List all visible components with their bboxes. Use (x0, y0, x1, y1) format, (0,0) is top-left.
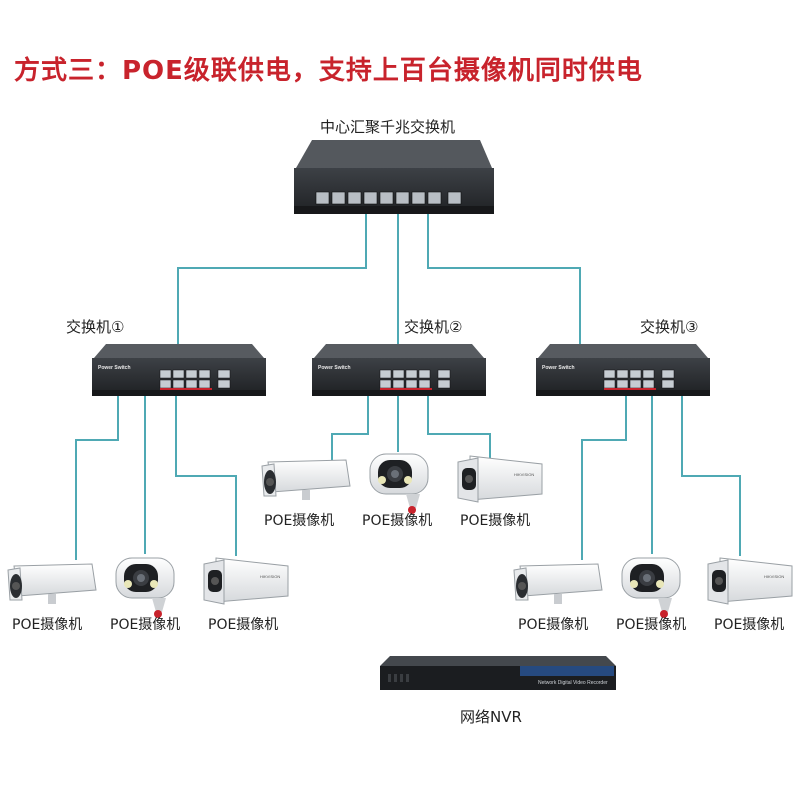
cable-sw2-cam1 (331, 396, 369, 460)
switch-3-brand: Power Switch (542, 365, 575, 371)
nvr-device: Network Digital Video Recorder (380, 656, 616, 690)
camera-label: POE摄像机 (714, 617, 785, 633)
cable-sw1-cam1 (75, 396, 119, 560)
camera-label: POE摄像机 (110, 617, 181, 633)
switch-3: Power Switch (536, 344, 710, 396)
bullet-camera-icon (7, 563, 97, 605)
switch-1-label: 交换机① (66, 318, 125, 336)
cable-sw3-cam1 (581, 396, 627, 560)
cable-sw2-cam3 (427, 396, 491, 458)
switch-3-label: 交换机③ (640, 318, 699, 336)
nvr-panel-text: Network Digital Video Recorder (538, 680, 608, 686)
ir-camera-icon (203, 557, 289, 605)
cable-core-sw3 (427, 214, 581, 344)
switch-2: Power Switch (312, 344, 486, 396)
switch-2-brand: Power Switch (318, 365, 351, 371)
camera-label: POE摄像机 (362, 513, 433, 529)
switch-2-label: 交换机② (404, 318, 463, 336)
switch-1: Power Switch (92, 344, 266, 396)
camera-label: POE摄像机 (264, 513, 335, 529)
dome-camera-icon (115, 557, 175, 619)
cable-sw1-cam3 (175, 396, 237, 556)
camera-label: POE摄像机 (208, 617, 279, 633)
ir-camera-icon (457, 455, 543, 503)
ir-camera-icon (707, 557, 793, 605)
camera-label: POE摄像机 (518, 617, 589, 633)
cable-core-sw1 (177, 214, 367, 344)
core-switch (294, 140, 494, 214)
camera-label: POE摄像机 (616, 617, 687, 633)
camera-label: POE摄像机 (460, 513, 531, 529)
switch-1-brand: Power Switch (98, 365, 131, 371)
bullet-camera-icon (513, 563, 603, 605)
nvr-label: 网络NVR (460, 708, 522, 726)
dome-camera-icon (369, 453, 429, 515)
camera-label: POE摄像机 (12, 617, 83, 633)
cable-sw3-cam3 (681, 396, 741, 556)
dome-camera-icon (621, 557, 681, 619)
core-switch-label: 中心汇聚千兆交换机 (320, 118, 456, 136)
page-title: 方式三：POE级联供电，支持上百台摄像机同时供电 (14, 56, 643, 86)
bullet-camera-icon (261, 459, 351, 501)
